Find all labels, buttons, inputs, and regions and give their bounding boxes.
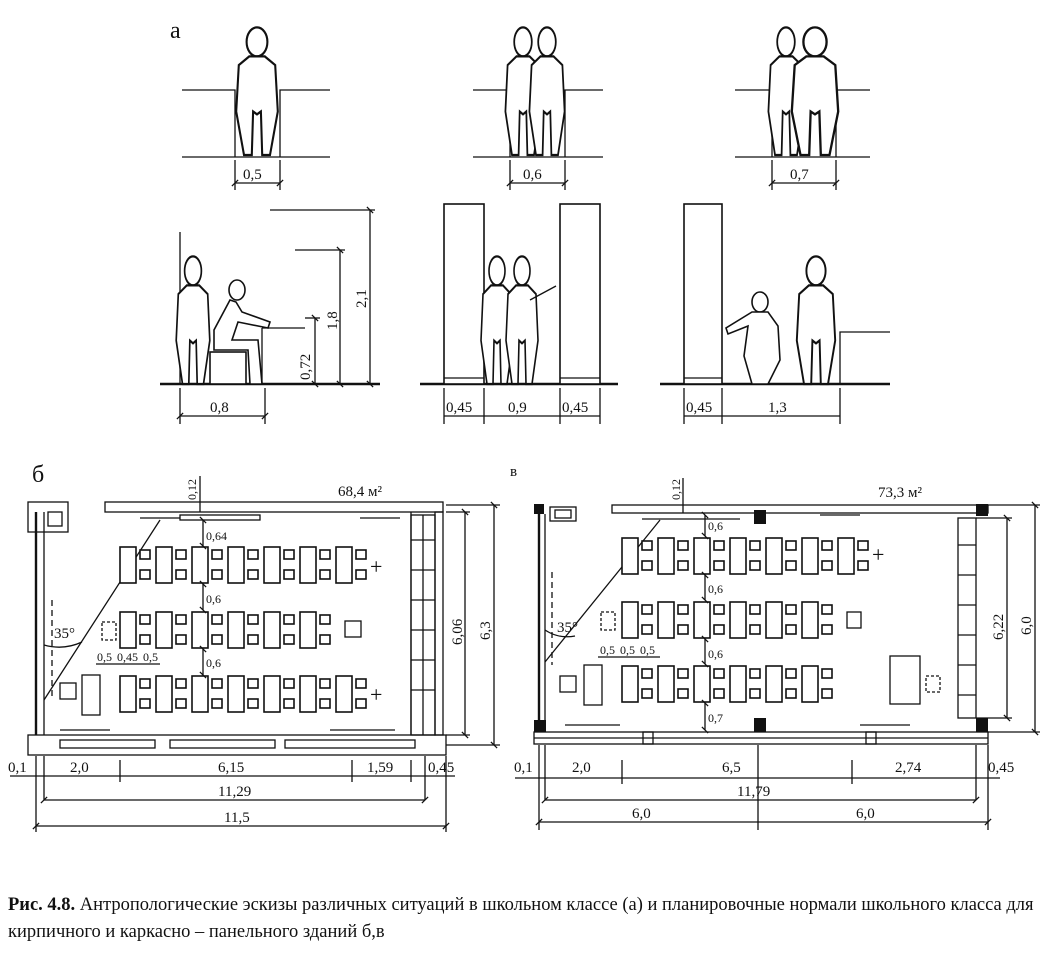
aisle-left: 0,45 [446, 400, 472, 416]
half-1: 6,0 [632, 806, 651, 822]
bottom-2: 6,15 [218, 760, 244, 776]
caption-label: Рис. 4.8. [8, 895, 76, 915]
total-outer: 11,5 [224, 810, 250, 826]
passage-width-2: 0,6 [473, 26, 603, 190]
top-wall [611, 504, 989, 514]
bottom-right: 0,45 [428, 760, 454, 776]
desk-row-2 [600, 601, 862, 639]
caption-text: Антропологические эскизы различных ситуа… [8, 895, 1034, 942]
bottom-left: 0,1 [8, 760, 27, 776]
aisle-section: 0,45 0,9 0,45 [420, 203, 618, 424]
aisle-mid: 0,9 [508, 400, 527, 416]
height-inner: 6,22 [991, 614, 1007, 640]
gap-row2: 0,6 [206, 656, 221, 670]
board-left: 0,45 [686, 400, 712, 416]
label-v: в [510, 464, 517, 480]
col-b: 0,45 [117, 650, 138, 664]
desk-row-3: + [59, 674, 382, 716]
half-2: 6,0 [856, 806, 875, 822]
col-a: 0,5 [97, 650, 112, 664]
col-b: 0,5 [620, 643, 635, 657]
label-a: а [170, 18, 181, 44]
plus-mark: + [370, 682, 382, 707]
seated-width: 0,8 [210, 400, 229, 416]
plus-mark: + [370, 554, 382, 579]
board-section: 0,45 1,3 [660, 203, 890, 424]
desk-row-1: + [119, 546, 382, 584]
bottom-3: 2,74 [895, 760, 922, 776]
gap-row1: 0,6 [206, 592, 221, 606]
gap-row1: 0,6 [708, 582, 723, 596]
bottom-1: 2,0 [572, 760, 591, 776]
board-right: 1,3 [768, 400, 787, 416]
top-wall [104, 501, 444, 513]
desk-row-3 [559, 655, 941, 706]
passage-width-3: 0,7 [735, 26, 870, 190]
wall-dim: 0,12 [669, 479, 683, 500]
col-c: 0,5 [143, 650, 158, 664]
height-inner: 6,06 [450, 618, 466, 645]
bottom-wall [27, 734, 447, 756]
col-a: 0,5 [600, 643, 615, 657]
width-label: 0,6 [523, 167, 542, 183]
height-table: 0,72 [298, 354, 314, 380]
bottom-right: 0,45 [988, 760, 1014, 776]
wall-dim: 0,12 [185, 479, 199, 500]
bottom-1: 2,0 [70, 760, 89, 776]
area-label: 68,4 м² [338, 484, 382, 500]
height-outer: 6,3 [478, 621, 494, 640]
figure-caption: Рис. 4.8. Антропологические эскизы разли… [8, 892, 1048, 946]
width-label: 0,7 [790, 167, 809, 183]
plan-b: б 35° [8, 462, 500, 832]
label-b: б [32, 462, 44, 488]
aisle-right: 0,45 [562, 400, 588, 416]
plan-v: в 35° [510, 464, 1040, 830]
angle-label: 35° [54, 626, 75, 642]
gap-top: 0,64 [206, 529, 227, 543]
passage-width-1: 0,5 [182, 26, 330, 190]
height-total: 2,1 [354, 289, 370, 308]
total-inner: 11,29 [218, 784, 251, 800]
gap-row2: 0,6 [708, 647, 723, 661]
angle-label: 35° [557, 620, 578, 636]
total-inner: 11,79 [737, 784, 770, 800]
height-head: 1,8 [325, 311, 341, 330]
height-outer: 6,0 [1019, 616, 1035, 635]
desk-row-2 [101, 611, 362, 649]
area-label: 73,3 м² [878, 485, 922, 501]
gap-bottom: 0,7 [708, 711, 723, 725]
plus-mark: + [872, 542, 884, 567]
bottom-2: 6,5 [722, 760, 741, 776]
col-c: 0,5 [640, 643, 655, 657]
section-a: а 0,5 0,6 [160, 18, 890, 424]
desk-row-1: + [621, 537, 884, 575]
seated-desk-section: 0,72 1,8 2,1 0,8 [160, 206, 380, 424]
gap-top: 0,6 [708, 519, 723, 533]
width-label: 0,5 [243, 167, 262, 183]
bottom-3: 1,59 [367, 760, 393, 776]
bottom-left: 0,1 [514, 760, 533, 776]
